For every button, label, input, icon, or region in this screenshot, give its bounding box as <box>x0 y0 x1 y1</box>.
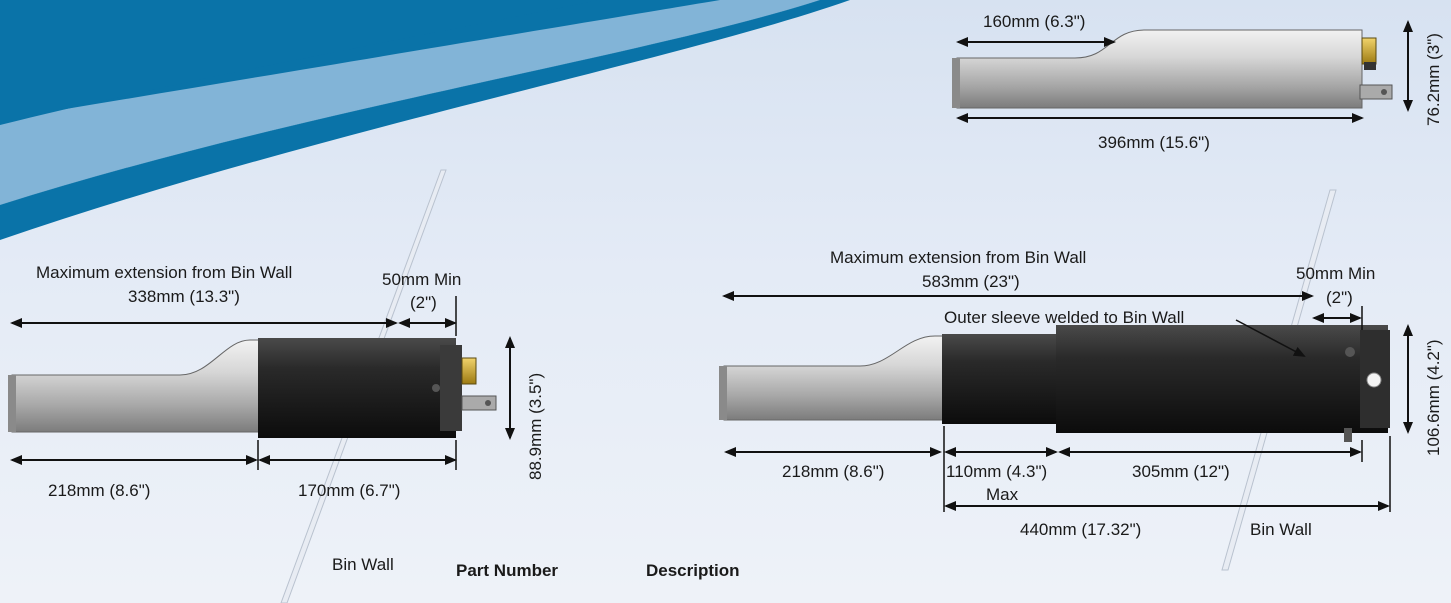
right-probe-length: 218mm (8.6") <box>782 462 885 481</box>
right-min-label: 50mm Min <box>1296 264 1376 283</box>
right-probe <box>719 189 1413 571</box>
right-max-ext-title: Maximum extension from Bin Wall <box>830 248 1087 267</box>
left-sleeve-length: 170mm (6.7") <box>298 481 401 500</box>
left-min-inch: (2") <box>410 293 437 312</box>
top-length-label: 160mm (6.3") <box>983 12 1086 31</box>
right-inner-length: 110mm (4.3") <box>946 462 1048 481</box>
description-header: Description <box>646 561 740 580</box>
right-max-word: Max <box>986 485 1019 504</box>
outer-sleeve-label: Outer sleeve welded to Bin Wall <box>944 308 1185 327</box>
top-diameter-label: 76.2mm (3") <box>1424 33 1443 126</box>
right-min-inch: (2") <box>1326 288 1353 307</box>
top-total-label: 396mm (15.6") <box>1098 133 1210 152</box>
right-max-ext-value: 583mm (23") <box>922 272 1020 291</box>
right-total-length: 440mm (17.32") <box>1020 520 1142 539</box>
right-diameter-label: 106.6mm (4.2") <box>1424 339 1443 456</box>
right-bin-wall-label: Bin Wall <box>1250 520 1312 539</box>
part-number-header: Part Number <box>456 561 559 580</box>
left-probe <box>8 169 515 603</box>
left-min-label: 50mm Min <box>382 270 462 289</box>
left-bin-wall-label: Bin Wall <box>332 555 394 574</box>
left-diameter-label: 88.9mm (3.5") <box>526 372 545 480</box>
banner-swoosh <box>0 0 850 240</box>
right-outer-length: 305mm (12") <box>1132 462 1230 481</box>
left-probe-length: 218mm (8.6") <box>48 481 151 500</box>
left-max-ext-value: 338mm (13.3") <box>128 287 240 306</box>
top-probe <box>952 20 1413 123</box>
left-max-ext-title: Maximum extension from Bin Wall <box>36 263 293 282</box>
